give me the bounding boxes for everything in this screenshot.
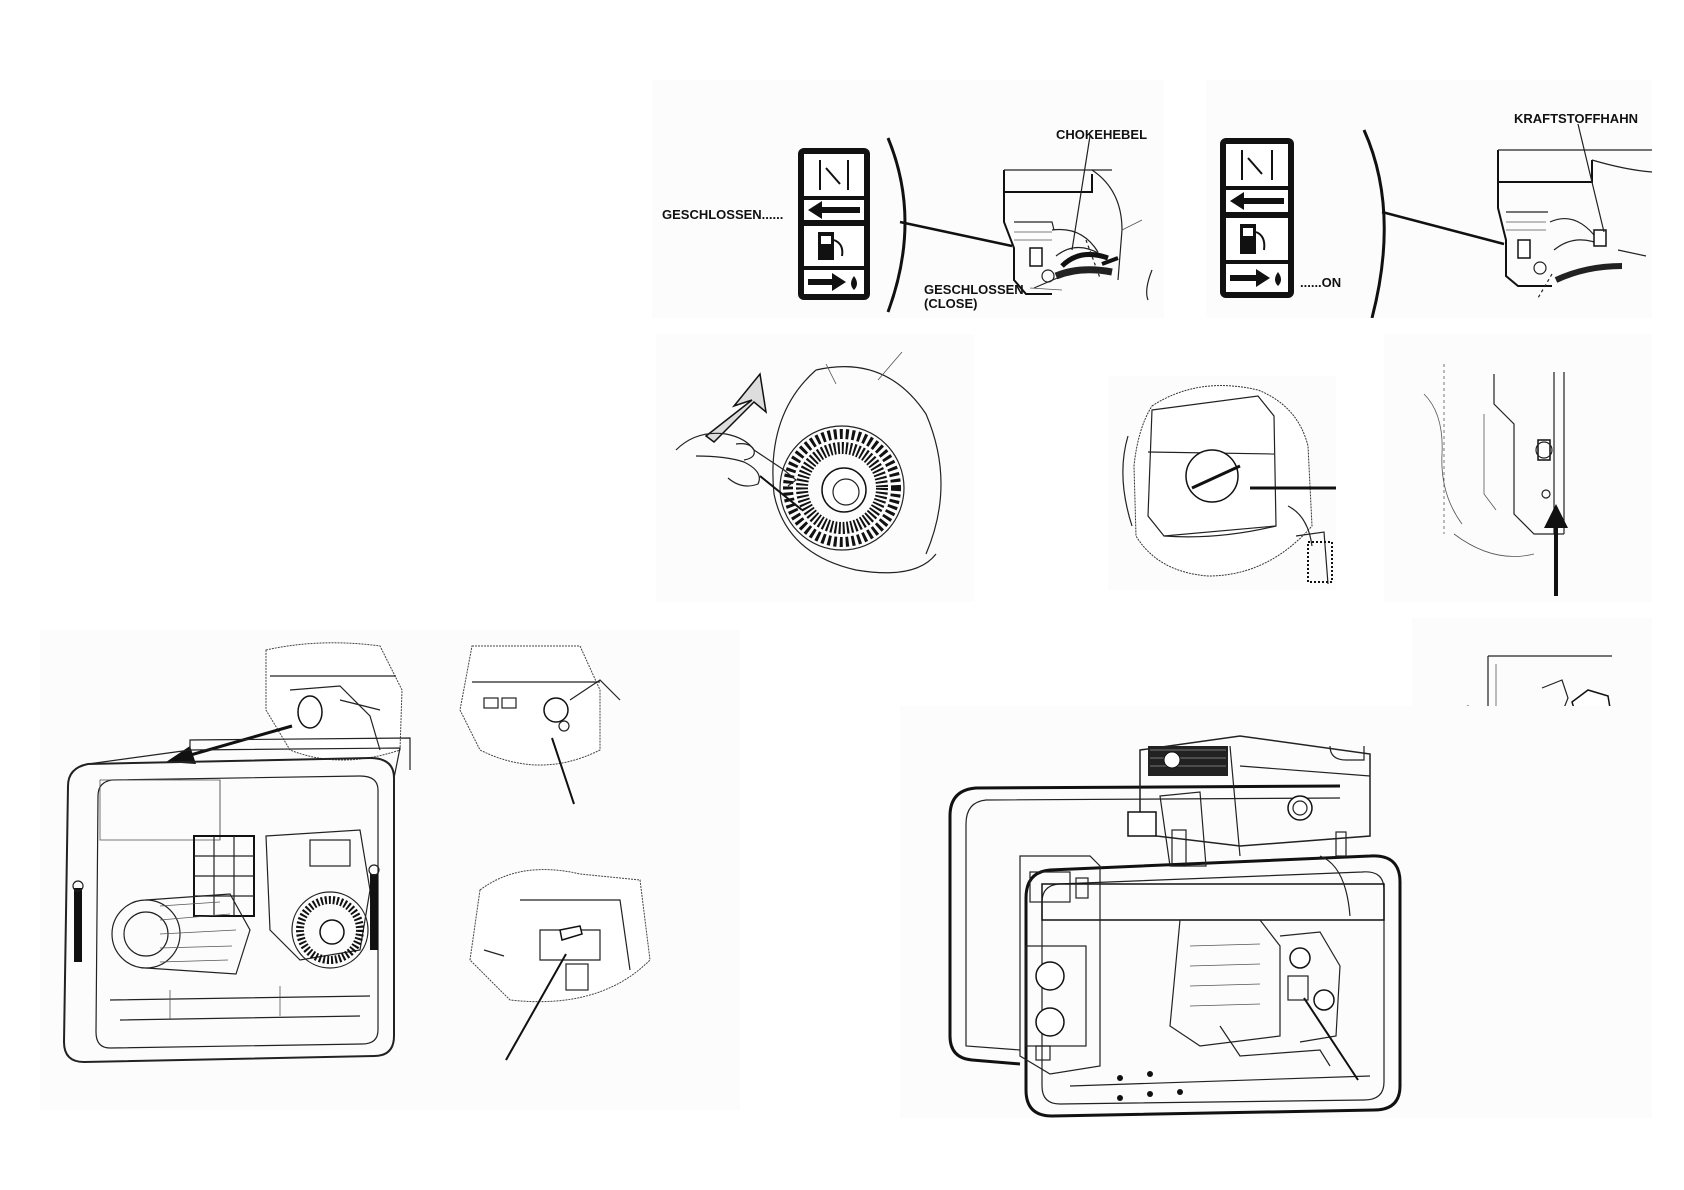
recoil-starter-figure — [656, 334, 974, 602]
air-cleaner-drawing — [1122, 385, 1336, 585]
choke-lever-label: CHOKEHEBEL — [1056, 127, 1148, 142]
generator-frame — [62, 737, 411, 1064]
fuel-on-decal-icon — [1220, 138, 1294, 298]
fuel-tank-side-drawing — [1423, 364, 1568, 596]
choke-lever-figure: CHOKEHEBEL GESCHLOSSEN...... GESCHLOSSEN… — [652, 80, 1164, 318]
closed-left-label: GESCHLOSSEN...... — [662, 207, 784, 222]
generator-front-figure — [900, 706, 1652, 1118]
fuel-valve-drawing — [1220, 123, 1652, 318]
on-label: ......ON — [1300, 275, 1342, 290]
oil-drain-inset-a — [166, 642, 403, 764]
fuel-valve-label: KRAFTSTOFFHAHN — [1514, 111, 1638, 126]
fuel-tank-side-figure — [1384, 334, 1652, 602]
choke-lever-drawing — [798, 135, 1153, 313]
generator-oil-drain-figure — [40, 630, 740, 1110]
generator-front-frame — [948, 735, 1402, 1118]
close-en-label: (CLOSE) — [924, 296, 978, 311]
generator-front-drawing — [948, 735, 1402, 1118]
recoil-starter-drawing — [675, 351, 942, 574]
closed-bottom-label: GESCHLOSSEN — [924, 282, 1024, 297]
generator-oil-drain-drawing — [62, 642, 651, 1064]
oil-drain-inset-b — [459, 645, 621, 805]
oil-drain-inset-c — [469, 869, 651, 1061]
fuel-valve-figure: KRAFTSTOFFHAHN ......ON — [1206, 80, 1652, 318]
air-cleaner-figure — [1108, 376, 1336, 590]
choke-closed-decal-icon — [798, 148, 870, 300]
